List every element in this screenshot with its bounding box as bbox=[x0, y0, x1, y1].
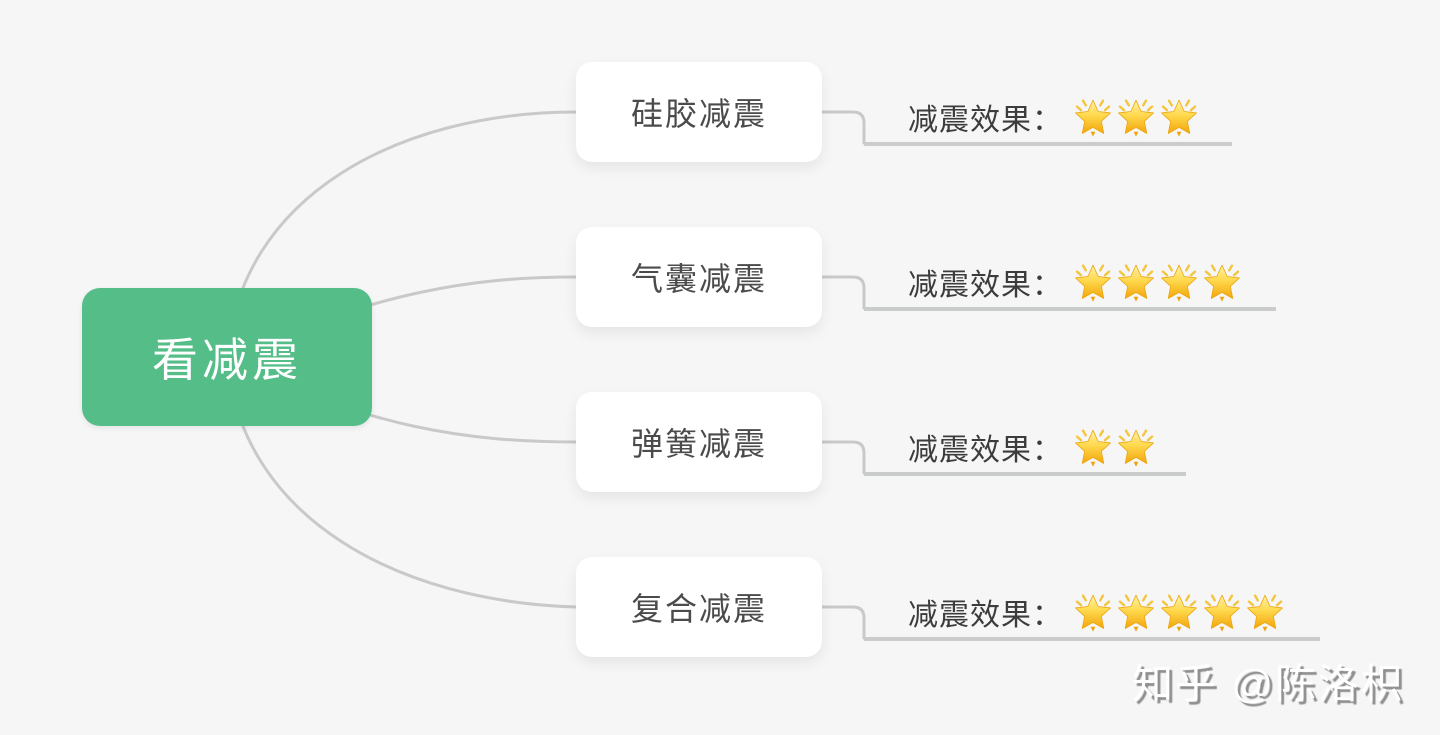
glowing-star-icon bbox=[1118, 594, 1154, 632]
star-rating bbox=[1073, 97, 1199, 137]
branch-node-composite[interactable]: 复合减震 bbox=[576, 557, 822, 657]
star-rating bbox=[1073, 262, 1242, 302]
glowing-star-icon bbox=[1204, 594, 1240, 632]
connector-elbow bbox=[820, 275, 866, 310]
branch-node-label: 弹簧减震 bbox=[630, 426, 767, 462]
branch-node-silicone[interactable]: 硅胶减震 bbox=[576, 62, 822, 162]
effect-note-spring[interactable]: 减震效果： bbox=[864, 422, 1186, 476]
branch-node-label: 复合减震 bbox=[630, 591, 767, 627]
branch-node-airbag[interactable]: 气囊减震 bbox=[576, 227, 822, 327]
branch-node-spring[interactable]: 弹簧减震 bbox=[576, 392, 822, 492]
glowing-star-icon bbox=[1161, 99, 1197, 137]
glowing-star-icon bbox=[1161, 594, 1197, 632]
branch-node-label: 气囊减震 bbox=[630, 261, 767, 297]
connector-elbow bbox=[820, 440, 866, 475]
root-node-label: 看减震 bbox=[152, 334, 302, 386]
glowing-star-icon bbox=[1075, 99, 1111, 137]
effect-note-airbag[interactable]: 减震效果： bbox=[864, 257, 1276, 311]
effect-label: 减震效果： bbox=[908, 434, 1063, 467]
effect-label: 减震效果： bbox=[908, 599, 1063, 632]
glowing-star-icon bbox=[1075, 594, 1111, 632]
glowing-star-icon bbox=[1075, 429, 1111, 467]
glowing-star-icon bbox=[1118, 99, 1154, 137]
connector-elbow bbox=[820, 110, 866, 145]
effect-note-composite[interactable]: 减震效果： bbox=[864, 587, 1320, 641]
glowing-star-icon bbox=[1118, 264, 1154, 302]
star-rating bbox=[1073, 592, 1285, 632]
glowing-star-icon bbox=[1118, 429, 1154, 467]
glowing-star-icon bbox=[1075, 264, 1111, 302]
star-rating bbox=[1073, 427, 1156, 467]
root-node[interactable]: 看减震 bbox=[82, 288, 372, 426]
glowing-star-icon bbox=[1247, 594, 1283, 632]
glowing-star-icon bbox=[1204, 264, 1240, 302]
glowing-star-icon bbox=[1161, 264, 1197, 302]
connector-elbow bbox=[820, 605, 866, 640]
watermark: 知乎 @陈洛枳 bbox=[1131, 661, 1404, 707]
effect-label: 减震效果： bbox=[908, 269, 1063, 302]
effect-note-silicone[interactable]: 减震效果： bbox=[864, 92, 1232, 146]
effect-label: 减震效果： bbox=[908, 104, 1063, 137]
branch-node-label: 硅胶减震 bbox=[630, 96, 767, 132]
